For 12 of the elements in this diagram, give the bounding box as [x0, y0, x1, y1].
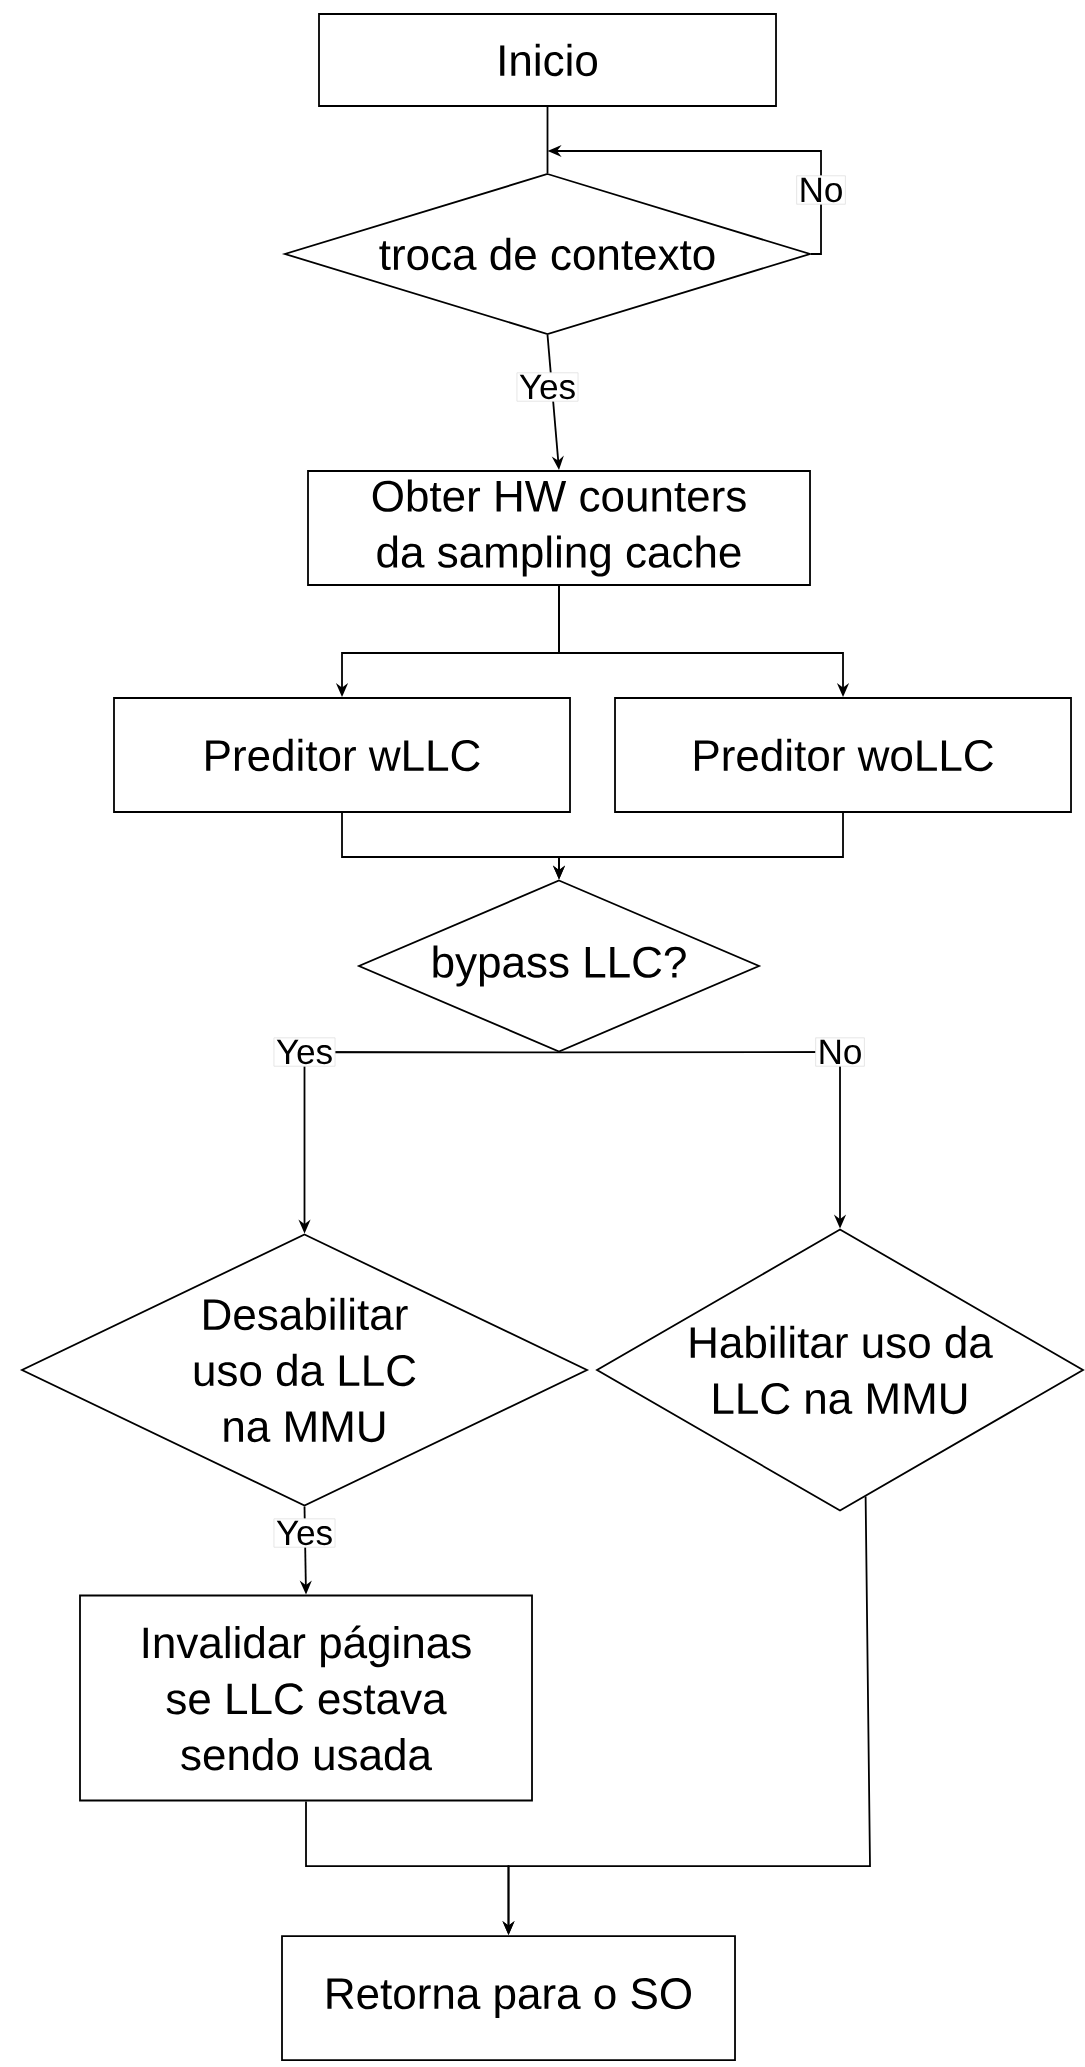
edge-label: Yes [516, 372, 579, 402]
edge-label: No [796, 175, 846, 205]
process-box: Retorna para o SO [281, 1935, 736, 2061]
edge-label: Yes [273, 1518, 336, 1548]
process-box: Obter HW counters da sampling cache [307, 470, 811, 586]
process-box: Preditor woLLC [614, 697, 1072, 813]
connector [546, 106, 549, 174]
edge-label: Yes [273, 1037, 336, 1067]
process-box: Invalidar páginas se LLC estava sendo usada [79, 1594, 533, 1802]
process-box: Preditor wLLC [113, 697, 571, 813]
process-box: Inicio [318, 13, 777, 107]
edge-label: No [815, 1037, 865, 1067]
